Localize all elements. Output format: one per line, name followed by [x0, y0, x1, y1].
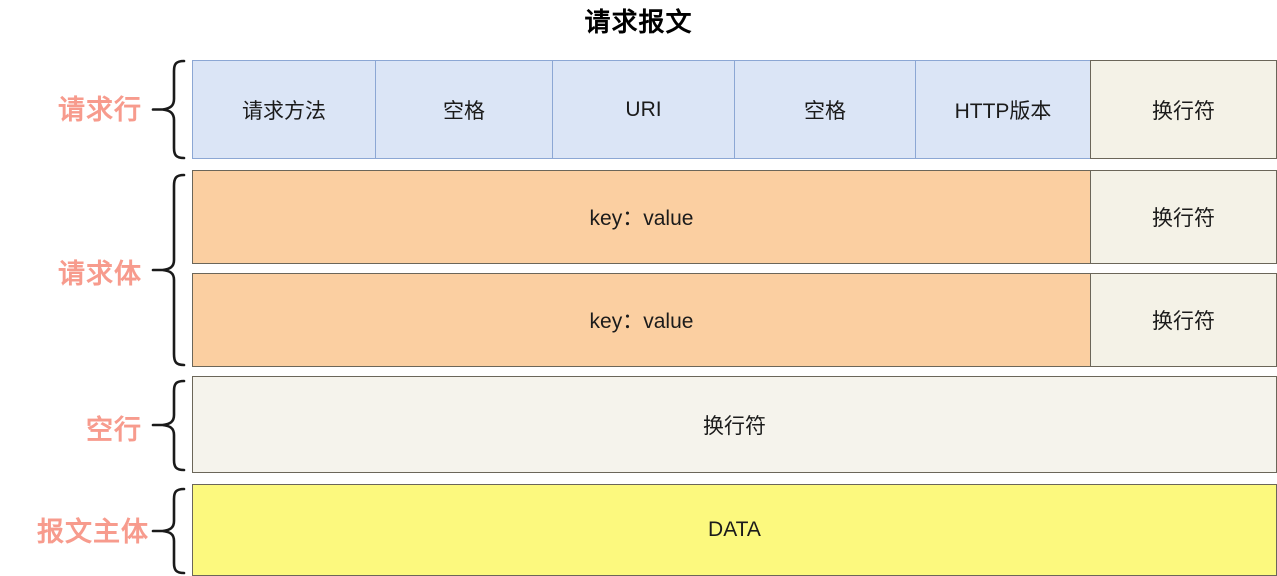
- brace-request-line: [150, 58, 186, 161]
- cell-uri: URI: [552, 60, 734, 159]
- group-label-message-body: 报文主体: [37, 517, 149, 547]
- cell-request-method: 请求方法: [192, 60, 375, 159]
- cell-header-key-value-2: key：value: [192, 273, 1090, 367]
- group-label-empty-line: 空行: [86, 415, 142, 445]
- page-title: 请求报文: [584, 7, 693, 37]
- row-request-line: 请求方法 空格 URI 空格 HTTP版本 换行符: [192, 60, 1277, 159]
- brace-message-body: [150, 486, 186, 576]
- cell-space-1: 空格: [375, 60, 552, 159]
- brace-empty-line: [150, 378, 186, 473]
- cell-http-version: HTTP版本: [915, 60, 1090, 159]
- cell-newline-request-line: 换行符: [1090, 60, 1277, 159]
- row-empty-line: 换行符: [192, 376, 1277, 473]
- cell-newline-header-1: 换行符: [1090, 170, 1277, 264]
- group-label-request-body: 请求体: [58, 259, 142, 289]
- cell-header-key-value-1: key：value: [192, 170, 1090, 264]
- group-label-request-line: 请求行: [58, 95, 142, 125]
- row-header-1: key：value 换行符: [192, 170, 1277, 264]
- row-header-2: key：value 换行符: [192, 273, 1277, 367]
- row-message-body: DATA: [192, 484, 1277, 576]
- cell-space-2: 空格: [734, 60, 915, 159]
- cell-data: DATA: [192, 484, 1277, 576]
- cell-newline-empty-line: 换行符: [192, 376, 1277, 473]
- cell-newline-header-2: 换行符: [1090, 273, 1277, 367]
- brace-request-body: [150, 172, 186, 368]
